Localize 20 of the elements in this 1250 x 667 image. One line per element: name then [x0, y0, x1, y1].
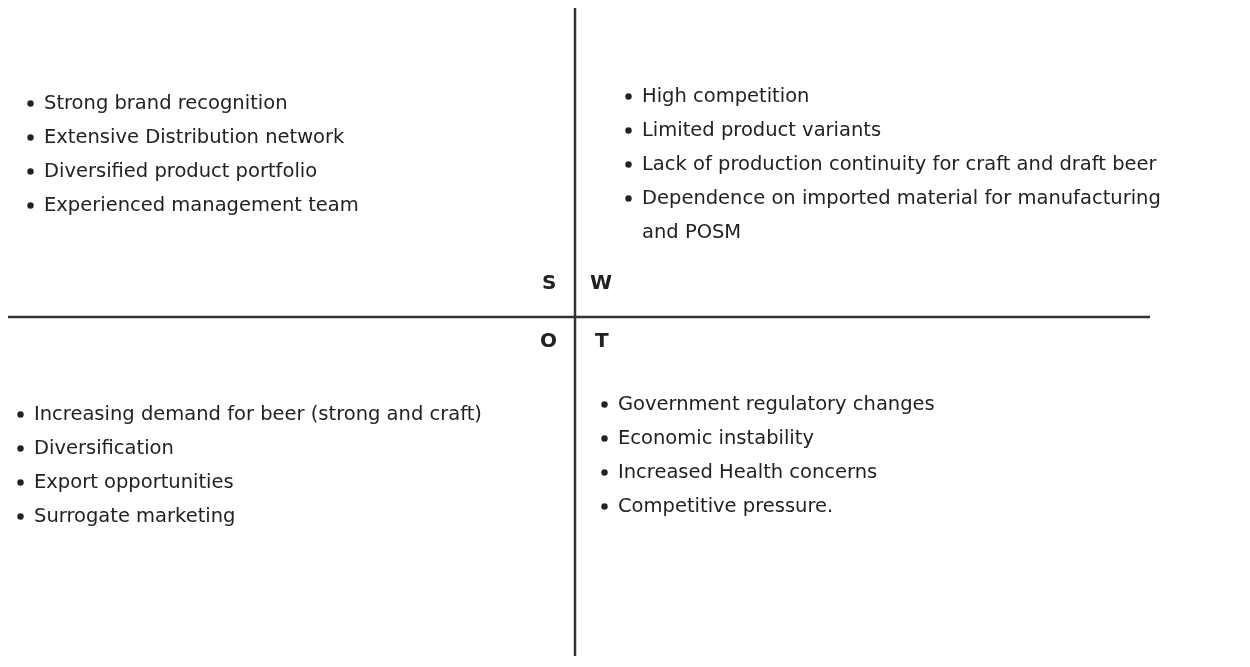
quadrant-letter: W	[590, 270, 613, 294]
bullet-item: Diversification	[34, 435, 175, 461]
bullet-item: Strong brand recognition	[44, 90, 289, 116]
bullet-item: Diversified product portfolio	[44, 158, 319, 184]
bullet-item: Export opportunities	[34, 469, 235, 495]
bullet-item: Extensive Distribution network	[44, 124, 346, 150]
bullet-item: Lack of production continuity for craft and draft beer	[642, 151, 1158, 177]
bullet-item: Experienced management team	[44, 192, 360, 218]
quadrant-letter: O	[540, 328, 557, 352]
bullet-item: Increasing demand for beer (strong and craft)	[34, 401, 483, 427]
bullet-item: Government regulatory changes	[618, 391, 936, 417]
bullet-item: Surrogate marketing	[34, 503, 237, 529]
bullet-item: Increased Health concerns	[618, 459, 879, 485]
quadrant-letter: S	[542, 270, 557, 294]
bullet-item: Economic instability	[618, 425, 815, 451]
bullet-item: Dependence on imported material for manufacturing and POSM	[642, 185, 1162, 245]
bullet-item: Competitive pressure.	[618, 493, 835, 519]
bullet-item: High competition	[642, 83, 811, 109]
bullet-item: Limited product variants	[642, 117, 883, 143]
quadrant-letter: T	[595, 328, 609, 352]
